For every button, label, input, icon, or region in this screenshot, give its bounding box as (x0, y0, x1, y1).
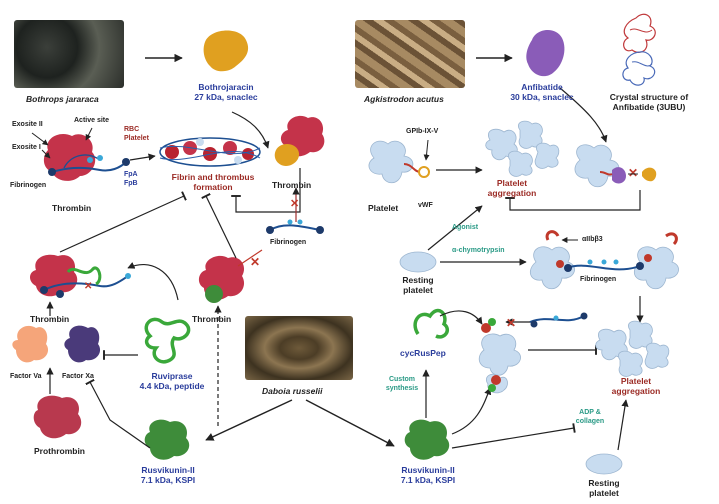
anfibatide-info: 30 kDa, snaclec (510, 92, 574, 102)
resting-platelet-2-shape (585, 453, 623, 475)
svg-text:✕: ✕ (290, 198, 299, 210)
aggregation-upper-line1: Platelet (496, 178, 528, 188)
thrombin-left-shape (43, 133, 96, 181)
species-agkistrodon: Agkistrodon acutus (364, 94, 444, 104)
rusvikunin-right-info: 7.1 kDa, KSPI (400, 475, 456, 485)
aggregation-lower-line2: aggregation (611, 386, 661, 396)
aggregation-upper-line2: aggregation (487, 188, 537, 198)
resting-platelet-1-line1: Resting (402, 275, 434, 285)
prothrombin-shape (33, 395, 82, 439)
chymotrypsin-label: α-chymotrypsin (452, 247, 505, 254)
svg-text:✕: ✕ (628, 166, 638, 180)
rusvikunin-bound-mid (205, 285, 223, 303)
fibrinogen-right-lower-shape (529, 312, 588, 328)
platelet-bridge-shape (529, 230, 679, 290)
platelet-right-label: Platelet (368, 203, 399, 213)
resting-platelet-1-shape (399, 251, 437, 273)
platelet-aggregate-lower-shape (595, 320, 670, 377)
ruviprase-shape (144, 317, 191, 364)
platelet-aggregate-upper-shape (485, 120, 560, 177)
fibrinogen-left-label: Fibrinogen (10, 182, 47, 189)
vwf-label: vWF (418, 202, 433, 209)
platelet-anfibatide-shape (574, 144, 620, 188)
fpb-label: FpB (124, 180, 138, 187)
bothrojaracin-name: Bothrojaracin (198, 82, 254, 92)
adp-collagen-line2: collagen (575, 418, 605, 425)
thrombin-lowleft-label: Thrombin (30, 314, 70, 324)
resting-platelet-2-line2: platelet (589, 488, 619, 498)
custom-synthesis-line1: Custom (388, 376, 416, 383)
factor-xa-label: Factor Xa (62, 373, 94, 380)
platelet-cycrus-shape (478, 318, 521, 394)
rusvikunin-left-shape (144, 419, 190, 460)
bothrojaracin-shape (203, 30, 249, 72)
agkistrodon-acutus-photo (355, 20, 465, 88)
species-daboia: Daboia russelii (262, 386, 323, 396)
daboia-russelii-photo (245, 316, 353, 380)
aggregation-lower-line1: Platelet (620, 376, 652, 386)
anfibatide-name: Anfibatide (521, 82, 563, 92)
fibrinogen-left-shape (48, 154, 130, 176)
agonist-label: Agonist (452, 224, 479, 231)
rusvikunin-right-shape (404, 419, 450, 460)
clot-shape (159, 137, 261, 167)
svg-text:✕: ✕ (506, 316, 516, 330)
adp-collagen-line1: ADP & (579, 409, 601, 416)
ruviprase-info: 4.4 kDa, peptide (139, 381, 205, 391)
custom-synthesis-line2: synthesis (385, 385, 419, 392)
cycruspep-shape (413, 308, 449, 339)
exosite2-label: Exosite II (12, 121, 43, 128)
fibrinogen-center-label: Fibrinogen (270, 239, 307, 246)
anfibatide-shape (526, 29, 565, 77)
rusvikunin-left-name: Rusvikunin-II (141, 465, 195, 475)
cycruspep-label: cycRusPep (400, 348, 446, 358)
crystal-structure-line2: Anfibatide (3UBU) (612, 102, 686, 112)
rbc-label: RBC (124, 126, 140, 133)
resting-platelet-1-line2: platelet (403, 285, 433, 295)
fibrinogen-lowleft-shape (40, 273, 131, 298)
svg-text:✕: ✕ (250, 255, 260, 269)
fibrin-formation-line2: formation (193, 182, 233, 192)
platelet-right-shape (368, 140, 414, 184)
crystal-structure-line1: Crystal structure of (609, 92, 689, 102)
thrombin-center-label: Thrombin (272, 180, 312, 190)
bothrojaracin-info: 27 kDa, snaclec (194, 92, 258, 102)
bothrops-jararaca-photo (14, 20, 124, 88)
fibrinogen-right-label: Fibrinogen (580, 276, 617, 283)
rusvikunin-left-info: 7.1 kDa, KSPI (140, 475, 196, 485)
factor-xa-shape (64, 325, 101, 363)
svg-text:✕: ✕ (84, 281, 92, 292)
thrombin-mid-label: Thrombin (192, 314, 232, 324)
fpa-label: FpA (124, 171, 138, 178)
fibrin-formation-line1: Fibrin and thrombus (171, 172, 255, 182)
gpib-label: GPIb-IX-V (406, 128, 439, 135)
platelet-small-label: Platelet (124, 135, 149, 142)
species-bothrops: Bothrops jararaca (26, 94, 99, 104)
fibrinogen-center-shape (266, 219, 324, 234)
factor-va-shape (12, 325, 49, 363)
prothrombin-label: Prothrombin (34, 446, 85, 456)
resting-platelet-2-line1: Resting (588, 478, 620, 488)
rusvikunin-right-name: Rusvikunin-II (401, 465, 455, 475)
active-site-label: Active site (74, 117, 110, 124)
ruviprase-name: Ruviprase (151, 371, 193, 381)
aiib-label: αIIbβ3 (582, 236, 603, 243)
bothrojaracin-bound-shape (274, 144, 300, 166)
exosite1-label: Exosite I (12, 144, 41, 151)
thrombin-left-label: Thrombin (52, 203, 92, 213)
thrombin-lowleft-shape (30, 254, 78, 297)
crystal-structure-shape (622, 13, 656, 86)
factor-va-label: Factor Va (10, 373, 42, 380)
